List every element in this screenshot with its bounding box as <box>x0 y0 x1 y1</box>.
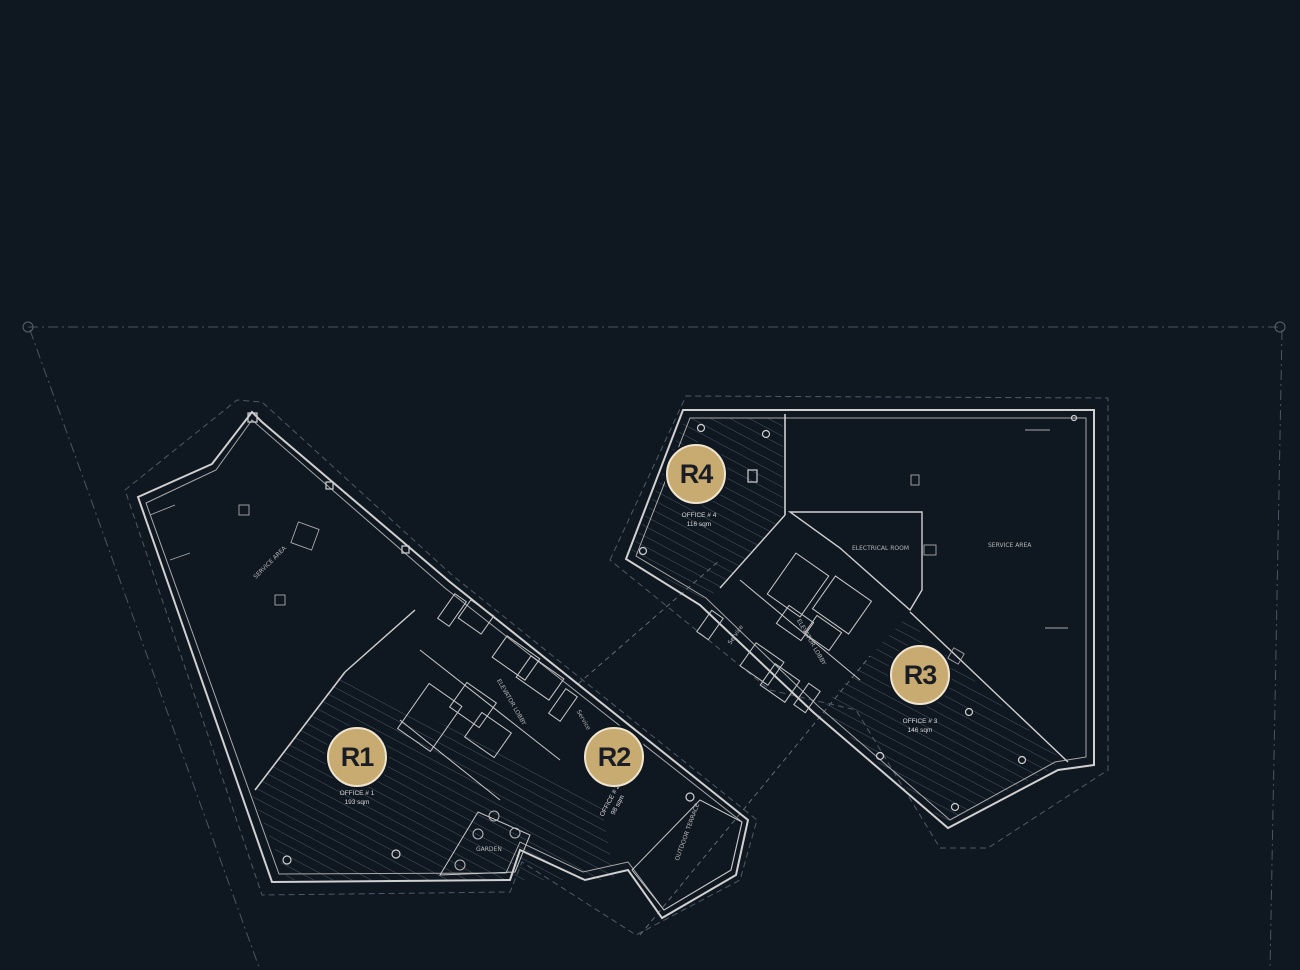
unit-r1-info: OFFICE # 1 193 sqm <box>322 789 392 807</box>
unit-r3-name: OFFICE # 3 <box>902 718 938 725</box>
garden-zone <box>439 811 531 876</box>
unit-r4-info: OFFICE # 4 116 sqm <box>664 511 734 529</box>
electrical-room <box>787 511 923 612</box>
service-area-left-label: SERVICE AREA <box>252 544 288 580</box>
garden-label: GARDEN <box>476 846 502 853</box>
unit-r4-id: R4 <box>679 458 714 489</box>
left-core <box>396 593 579 801</box>
right-wing-wall-inner <box>635 417 1087 821</box>
unit-r2-id: R2 <box>597 741 632 772</box>
left-fixtures <box>149 504 320 606</box>
left-wing-service-partition <box>254 671 346 791</box>
unit-r1-area: 193 sqm <box>344 799 370 806</box>
left-wing-wall-outer <box>136 410 750 920</box>
office4-partition-2 <box>719 514 786 589</box>
columns-left <box>247 412 695 865</box>
right-wing-offset <box>609 395 1109 849</box>
service-area-right-label: SERVICE AREA <box>988 542 1032 549</box>
unit-marker-r3[interactable]: R3 <box>890 645 950 705</box>
left-wing-hatch <box>252 675 615 880</box>
unit-marker-r1[interactable]: R1 <box>327 727 387 787</box>
elevator-lobby-left-label: ELEVATOR LOBBY <box>495 678 527 727</box>
right-fixtures <box>910 429 1068 665</box>
left-wing-offset <box>124 399 758 936</box>
right-wing-wall-outer <box>624 409 1095 830</box>
unit-r1-id: R1 <box>340 741 375 772</box>
unit-r3-id: R3 <box>903 659 938 690</box>
unit-r1-name: OFFICE # 1 <box>339 790 375 797</box>
right-core <box>696 552 873 714</box>
service-left-label: Service <box>575 709 592 732</box>
site-boundary <box>28 326 1283 970</box>
office3-partition <box>909 611 1069 763</box>
survey-point-left <box>22 321 34 333</box>
right-wing-hatch-2 <box>820 618 1062 822</box>
unit-marker-r4[interactable]: R4 <box>666 444 726 504</box>
columns-right <box>638 414 1078 812</box>
survey-point-right <box>1274 321 1286 333</box>
terrace-zone <box>631 799 743 911</box>
outdoor-terrace-label: OUTDOOR TERRACE <box>674 802 701 861</box>
left-wing-core-partition <box>344 609 416 673</box>
unit-r3-info: OFFICE # 3 146 sqm <box>885 717 955 735</box>
garden-trees <box>454 810 521 871</box>
unit-r4-area: 116 sqm <box>686 521 712 528</box>
electrical-room-label: ELECTRICAL ROOM <box>852 545 909 552</box>
unit-r4-name: OFFICE # 4 <box>681 512 717 519</box>
unit-r3-area: 146 sqm <box>907 727 933 734</box>
unit-marker-r2[interactable]: R2 <box>584 727 644 787</box>
elevator-lobby-right-label: ELEVATOR LOBBY <box>795 618 827 667</box>
